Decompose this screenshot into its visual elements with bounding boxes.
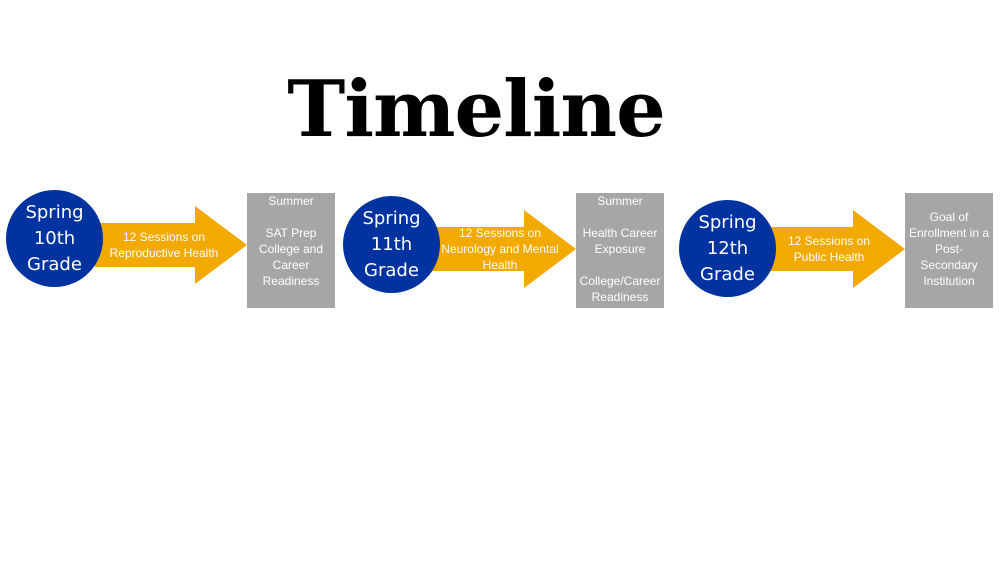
stage-box-summer-health-career: Summer Health Career Exposure College/Ca… <box>576 193 664 308</box>
arrow-shape <box>95 206 247 284</box>
page-title: Timeline <box>287 64 665 155</box>
arrow-shape <box>768 210 905 288</box>
stage-box-goal-enrollment: Goal of Enrollment in a Post- Secondary … <box>905 193 993 308</box>
stage-circle-11th-grade: Spring 11th Grade <box>343 196 440 293</box>
stage-arrow-label: 12 Sessions on Reproductive Health <box>109 230 219 260</box>
stage-circle-10th-grade: Spring 10th Grade <box>6 190 103 287</box>
stage-box-summer-sat-prep: Summer SAT Prep College and Career Readi… <box>247 193 335 308</box>
arrow-shape <box>432 210 576 288</box>
stage-arrow-neurology-mental-health: 12 Sessions on Neurology and Mental Heal… <box>432 210 576 288</box>
stage-arrow-reproductive-health: 12 Sessions on Reproductive Health <box>95 206 247 284</box>
stage-circle-label: Spring 11th Grade <box>362 207 421 281</box>
stage-circle-12th-grade: Spring 12th Grade <box>679 200 776 297</box>
stage-circle-label: Spring 10th Grade <box>25 201 84 275</box>
stage-arrow-label: 12 Sessions on Neurology and Mental Heal… <box>441 226 559 272</box>
stage-arrow-label: 12 Sessions on Public Health <box>787 234 871 264</box>
stage-circle-label: Spring 12th Grade <box>698 211 757 285</box>
stage-arrow-public-health: 12 Sessions on Public Health <box>768 210 905 288</box>
